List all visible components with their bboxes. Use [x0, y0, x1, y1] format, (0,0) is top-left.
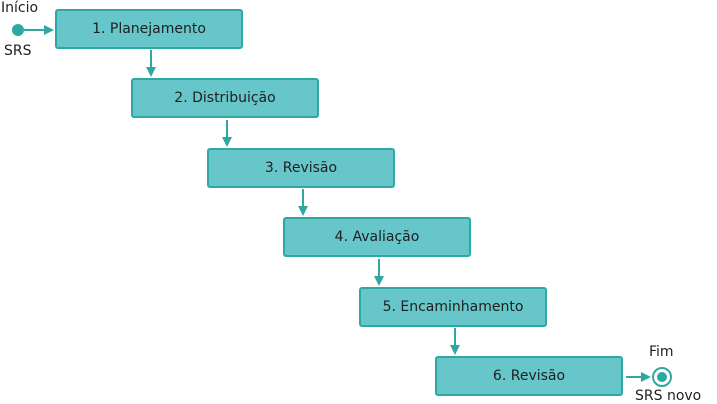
step-3-revisao: 3. Revisão: [207, 148, 395, 188]
start-node: [12, 24, 24, 36]
step-1-planejamento: 1. Planejamento: [55, 9, 243, 49]
start-sublabel: SRS: [4, 43, 32, 59]
end-node: [652, 367, 672, 387]
step-6-revisao: 6. Revisão: [435, 356, 623, 396]
start-label: Início: [1, 0, 39, 16]
step-2-distribuicao: 2. Distribuição: [131, 78, 319, 118]
end-node-dot: [657, 372, 667, 382]
end-sublabel: SRS novo: [635, 388, 702, 404]
end-label: Fim: [649, 344, 674, 360]
step-5-encaminhamento: 5. Encaminhamento: [359, 287, 547, 327]
step-4-avaliacao: 4. Avaliação: [283, 217, 471, 257]
